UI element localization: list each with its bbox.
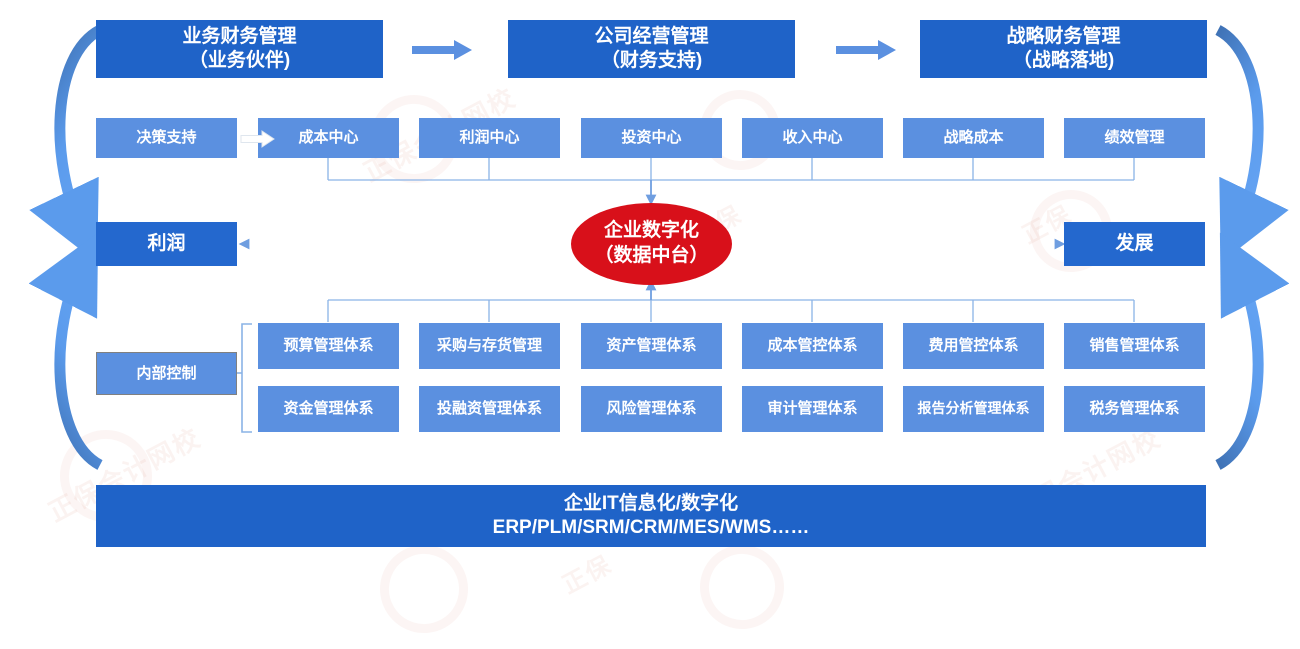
header-box-line1: 业务财务管理 <box>182 25 297 47</box>
footer-banner-it-systems[interactable]: 企业IT信息化/数字化 ERP/PLM/SRM/CRM/MES/WMS…… <box>96 485 1206 547</box>
system-box-cost-control[interactable]: 成本管控体系 <box>742 323 883 369</box>
arrow-right-icon-1 <box>412 40 472 60</box>
footer-banner-line2: ERP/PLM/SRM/CRM/MES/WMS…… <box>492 517 810 538</box>
header-box-line2: （财务支持) <box>600 50 703 71</box>
side-arc-group <box>28 25 1290 470</box>
center-box-investment-center[interactable]: 投资中心 <box>581 118 722 158</box>
connector-group <box>228 158 1135 433</box>
system-box-risk[interactable]: 风险管理体系 <box>581 386 722 432</box>
upper-bus <box>327 158 1135 181</box>
system-box-sales[interactable]: 销售管理体系 <box>1064 323 1205 369</box>
center-box-cost-center[interactable]: 成本中心 <box>258 118 399 158</box>
header-box-company-operation[interactable]: 公司经营管理 （财务支持) <box>508 20 795 78</box>
system-box-tax[interactable]: 税务管理体系 <box>1064 386 1205 432</box>
header-box-business-finance[interactable]: 业务财务管理 （业务伙伴) <box>96 20 383 78</box>
center-box-performance-mgmt[interactable]: 绩效管理 <box>1064 118 1205 158</box>
arc-left-top <box>29 25 103 263</box>
diagram-canvas: 正保会计网校 正保 正保会计网校 正保 正保会计网校 正保 <box>28 20 1290 649</box>
outcome-box-profit[interactable]: 利润 <box>96 222 237 266</box>
system-box-audit[interactable]: 审计管理体系 <box>742 386 883 432</box>
system-box-asset[interactable]: 资产管理体系 <box>581 323 722 369</box>
arc-left-bottom <box>28 232 103 470</box>
system-box-report-analysis[interactable]: 报告分析管理体系 <box>903 386 1044 432</box>
header-box-line2: （战略落地) <box>1012 50 1115 71</box>
header-box-strategic-finance[interactable]: 战略财务管理 （战略落地) <box>920 20 1207 78</box>
center-box-profit-center[interactable]: 利润中心 <box>419 118 560 158</box>
hub-enterprise-digitalization[interactable]: 企业数字化 （数据中台） <box>571 203 732 285</box>
hub-line2: （数据中台） <box>594 245 709 266</box>
outcome-box-growth[interactable]: 发展 <box>1064 222 1205 266</box>
internal-control-box[interactable]: 内部控制 <box>96 352 237 395</box>
arc-right-top <box>1215 25 1289 263</box>
center-box-decision-support[interactable]: 决策支持 <box>96 118 237 158</box>
system-box-expense-control[interactable]: 费用管控体系 <box>903 323 1044 369</box>
header-box-line1: 战略财务管理 <box>1006 25 1121 47</box>
system-box-funds[interactable]: 资金管理体系 <box>258 386 399 432</box>
arc-right-bottom <box>1215 232 1290 470</box>
system-box-investment-financing[interactable]: 投融资管理体系 <box>419 386 560 432</box>
arrow-right-icon-3 <box>240 130 275 148</box>
center-box-revenue-center[interactable]: 收入中心 <box>742 118 883 158</box>
header-box-line1: 公司经营管理 <box>594 25 709 47</box>
header-box-line2: （业务伙伴) <box>188 50 291 71</box>
system-box-budget[interactable]: 预算管理体系 <box>258 323 399 369</box>
arrow-right-icon-2 <box>836 40 896 60</box>
footer-banner-line1: 企业IT信息化/数字化 <box>563 492 739 514</box>
system-box-procurement-inventory[interactable]: 采购与存货管理 <box>419 323 560 369</box>
center-box-strategic-cost[interactable]: 战略成本 <box>903 118 1044 158</box>
hub-line1: 企业数字化 <box>603 220 699 242</box>
lower-bus <box>327 299 1135 322</box>
